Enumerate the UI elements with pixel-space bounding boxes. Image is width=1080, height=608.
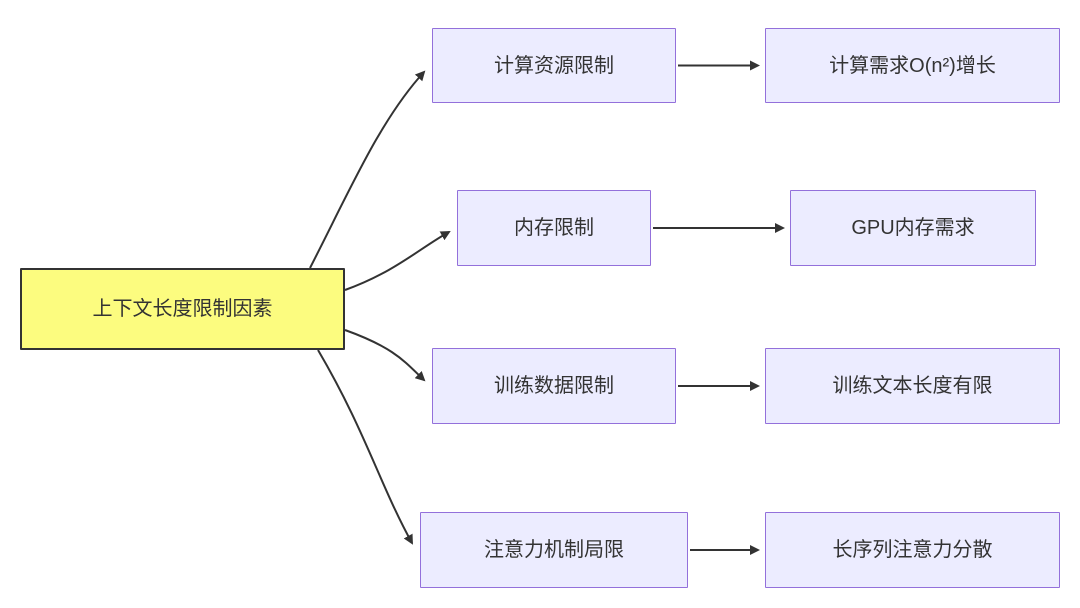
leaf-node-compute-growth: 计算需求O(n²)增长 (765, 28, 1060, 103)
branch-node-label: 注意力机制局限 (484, 539, 624, 561)
leaf-node-training-text-length: 训练文本长度有限 (765, 348, 1060, 424)
leaf-node-attention-dispersion: 长序列注意力分散 (765, 512, 1060, 588)
leaf-node-label: 计算需求O(n²)增长 (829, 54, 996, 77)
branch-node-attention: 注意力机制局限 (420, 512, 688, 588)
root-node-label: 上下文长度限制因素 (92, 298, 273, 320)
leaf-node-label: 训练文本长度有限 (832, 375, 993, 397)
arrow-root-to-branch-1 (344, 231, 451, 291)
arrow-root-to-branch-0 (309, 70, 426, 269)
branch-node-label: 训练数据限制 (494, 375, 614, 397)
branch-node-compute: 计算资源限制 (432, 28, 676, 103)
root-node: 上下文长度限制因素 (20, 268, 345, 350)
branch-node-training-data: 训练数据限制 (432, 348, 676, 424)
branch-node-memory: 内存限制 (457, 190, 651, 266)
branch-node-label: 内存限制 (514, 217, 594, 239)
arrow-root-to-branch-3 (317, 349, 413, 545)
branch-node-label: 计算资源限制 (494, 54, 614, 77)
leaf-node-label: 长序列注意力分散 (832, 539, 993, 561)
leaf-node-label: GPU内存需求 (851, 217, 975, 239)
arrow-root-to-branch-2 (344, 329, 426, 382)
leaf-node-gpu-memory: GPU内存需求 (790, 190, 1036, 266)
